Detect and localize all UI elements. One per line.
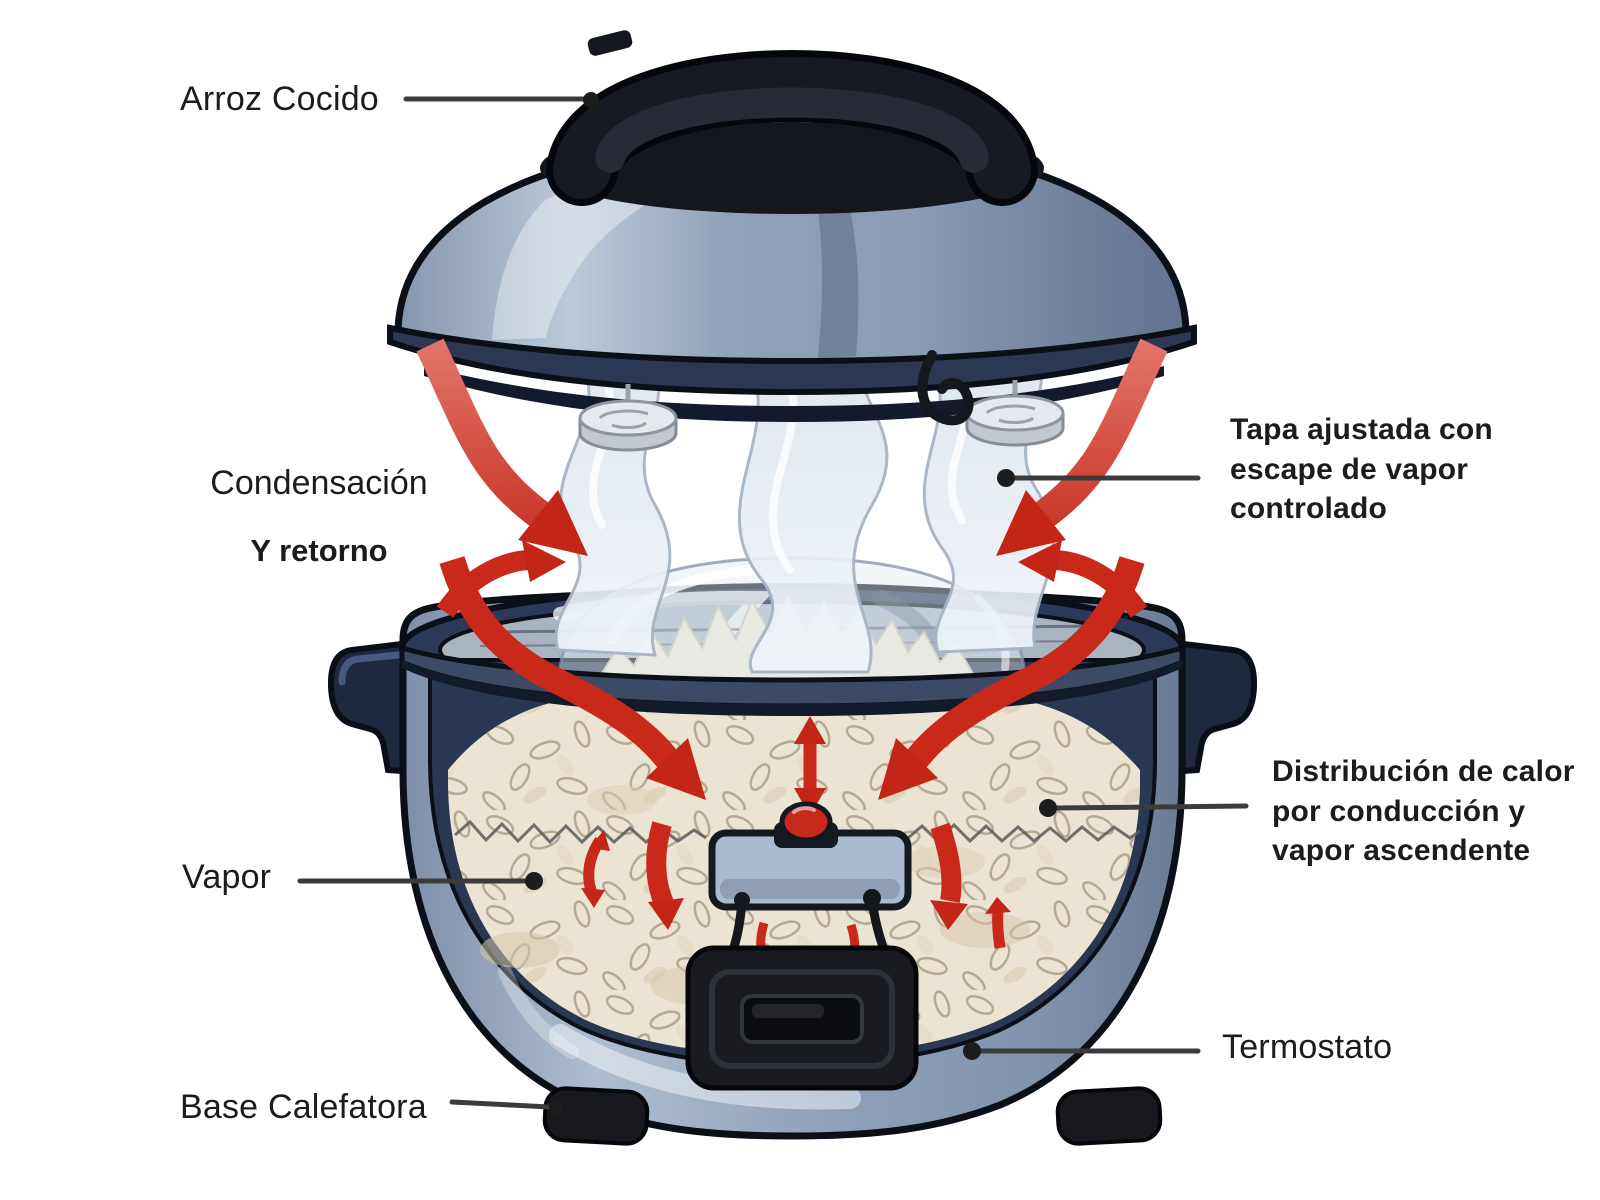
lid-hook [917, 350, 974, 426]
foot-left [542, 1086, 650, 1146]
leader-distribucion [1053, 803, 1249, 811]
label-termostato: Termostato [1222, 1028, 1393, 1066]
lid-rim [387, 324, 1197, 396]
steam-vent-left [578, 384, 678, 452]
foot-right [1055, 1086, 1163, 1146]
handle-nub [587, 30, 633, 56]
panel-latch [740, 994, 864, 1044]
condensation-arrows [416, 338, 1168, 618]
heating-base [542, 945, 1163, 1146]
label-tapa-ajustada: Tapa ajustada con escape de vapor contro… [1230, 413, 1493, 526]
pot-handle-right [1164, 638, 1258, 776]
label-condensacion-line1: Condensación [210, 464, 428, 502]
label-vapor: Vapor [182, 858, 272, 896]
steam-column-center [737, 353, 889, 674]
label-condensacion-line2: Y retorno [250, 533, 388, 568]
heat-flow-arrows [439, 556, 1145, 970]
leader-dots [525, 92, 1057, 1115]
label-distribucion-calor: Distribución de calor por conducción y v… [1272, 755, 1575, 868]
pot-handle-left [327, 638, 421, 776]
handle-collar [540, 122, 1044, 214]
label-condensacion: Condensación Y retorno [196, 446, 442, 587]
leader-lines [297, 96, 1249, 1110]
leader-base [449, 1099, 553, 1110]
label-arroz-cocido: Arroz Cocido [180, 80, 379, 118]
lid [387, 30, 1197, 452]
label-base-calefatora: Base Calefatora [180, 1088, 427, 1126]
